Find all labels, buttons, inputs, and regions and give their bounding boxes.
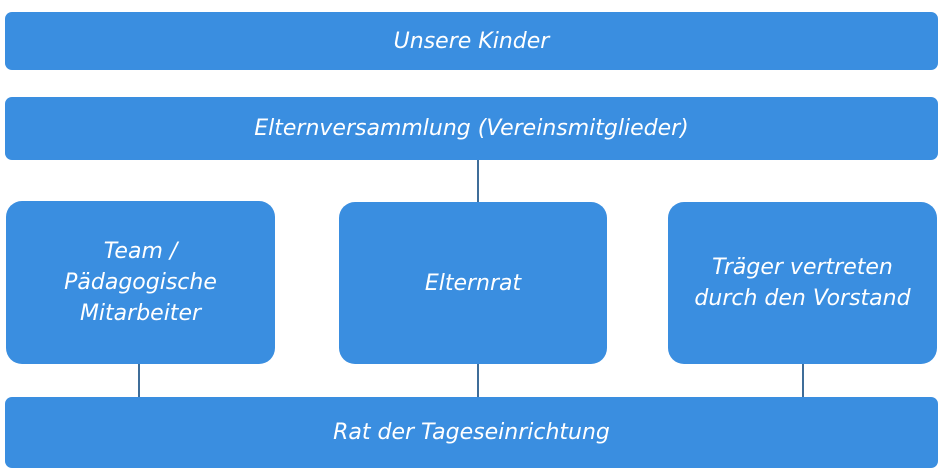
node-elternrat: Elternrat [339,202,607,364]
node-elternversammlung: Elternversammlung (Vereinsmitglieder) [5,97,938,160]
node-team: Team / Pädagogische Mitarbeiter [6,201,275,364]
node-traeger: Träger vertreten durch den Vorstand [668,202,937,364]
node-label-line: Mitarbeiter [79,301,202,326]
node-label-line: Pädagogische [64,270,217,295]
connector-team-bottom [138,363,140,398]
node-label: Unsere Kinder [393,28,550,54]
node-rat-der-tageseinrichtung: Rat der Tageseinrichtung [5,397,938,468]
node-label: Elternversammlung (Vereinsmitglieder) [254,116,689,141]
connector-assembly-elternrat [477,160,479,202]
connector-carrier-bottom [802,363,804,398]
node-label-line: Träger vertreten [712,255,893,280]
node-unsere-kinder: Unsere Kinder [5,12,938,70]
node-label: Rat der Tageseinrichtung [333,420,610,445]
node-label: Elternrat [424,270,522,296]
node-label-line: durch den Vorstand [694,286,911,311]
connector-elternrat-bottom [477,363,479,398]
node-label-line: Team / [103,239,178,264]
